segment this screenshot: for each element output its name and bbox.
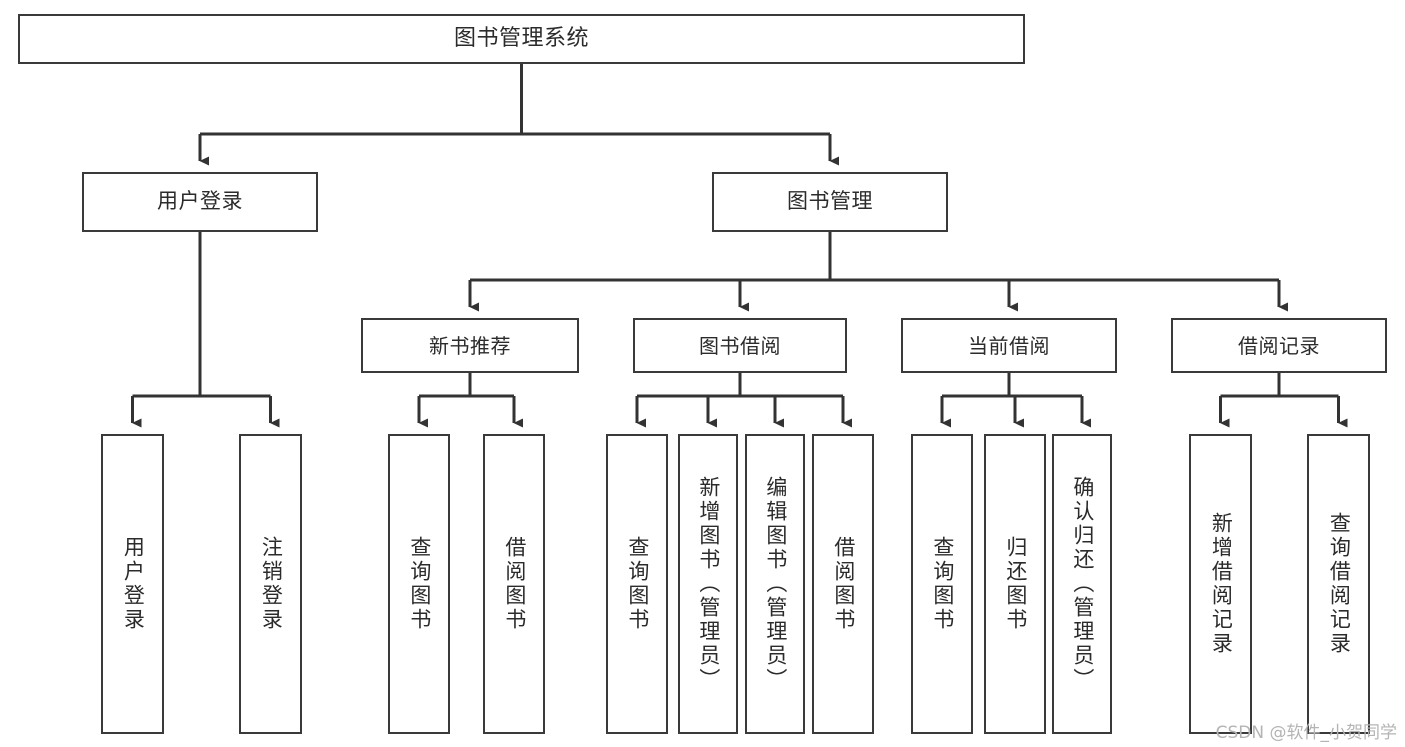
node-leaf-confirm-return-label: 确认归还（管理员） — [1070, 476, 1095, 692]
node-leaf-add-record-label: 新增借阅记录 — [1209, 512, 1234, 656]
node-leaf-return-book-label: 归还图书 — [1003, 536, 1028, 632]
node-book-borrow[interactable]: 图书借阅 — [633, 318, 847, 373]
node-leaf-add-book[interactable]: 新增图书（管理员） — [678, 434, 738, 734]
node-user-login[interactable]: 用户登录 — [82, 172, 318, 232]
node-user-login-label: 用户登录 — [157, 189, 243, 214]
node-leaf-add-book-label: 新增图书（管理员） — [696, 476, 721, 692]
node-leaf-borrow-book-a-label: 借阅图书 — [502, 536, 527, 632]
node-leaf-query-book-c-label: 查询图书 — [930, 536, 955, 632]
node-leaf-query-record[interactable]: 查询借阅记录 — [1307, 434, 1370, 734]
node-new-book-recommend-label: 新书推荐 — [429, 333, 511, 358]
node-book-manage-label: 图书管理 — [787, 189, 873, 214]
node-borrow-record[interactable]: 借阅记录 — [1171, 318, 1387, 373]
node-leaf-return-book[interactable]: 归还图书 — [984, 434, 1046, 734]
node-leaf-borrow-book-a[interactable]: 借阅图书 — [483, 434, 545, 734]
node-leaf-edit-book-label: 编辑图书（管理员） — [763, 476, 788, 692]
node-leaf-borrow-book-b[interactable]: 借阅图书 — [812, 434, 874, 734]
node-new-book-recommend[interactable]: 新书推荐 — [361, 318, 579, 373]
node-leaf-borrow-book-b-label: 借阅图书 — [831, 536, 856, 632]
node-leaf-add-record[interactable]: 新增借阅记录 — [1189, 434, 1252, 734]
node-leaf-confirm-return[interactable]: 确认归还（管理员） — [1052, 434, 1112, 734]
node-borrow-record-label: 借阅记录 — [1238, 333, 1320, 358]
node-leaf-user-login[interactable]: 用户登录 — [101, 434, 164, 734]
node-leaf-query-record-label: 查询借阅记录 — [1327, 512, 1352, 656]
node-leaf-user-login-label: 用户登录 — [121, 536, 146, 632]
node-book-borrow-label: 图书借阅 — [699, 333, 781, 358]
node-leaf-query-book-a-label: 查询图书 — [407, 536, 432, 632]
node-current-borrow[interactable]: 当前借阅 — [901, 318, 1117, 373]
node-leaf-logout[interactable]: 注销登录 — [239, 434, 302, 734]
watermark-text: CSDN @软件_小贺同学 — [1215, 723, 1397, 743]
node-leaf-query-book-a[interactable]: 查询图书 — [388, 434, 450, 734]
node-leaf-edit-book[interactable]: 编辑图书（管理员） — [745, 434, 805, 734]
node-leaf-query-book-c[interactable]: 查询图书 — [911, 434, 973, 734]
node-root[interactable]: 图书管理系统 — [18, 14, 1025, 64]
node-root-label: 图书管理系统 — [453, 25, 589, 51]
node-leaf-logout-label: 注销登录 — [259, 536, 284, 632]
node-book-manage[interactable]: 图书管理 — [712, 172, 948, 232]
node-leaf-query-book-b[interactable]: 查询图书 — [606, 434, 668, 734]
node-leaf-query-book-b-label: 查询图书 — [625, 536, 650, 632]
node-current-borrow-label: 当前借阅 — [968, 333, 1050, 358]
